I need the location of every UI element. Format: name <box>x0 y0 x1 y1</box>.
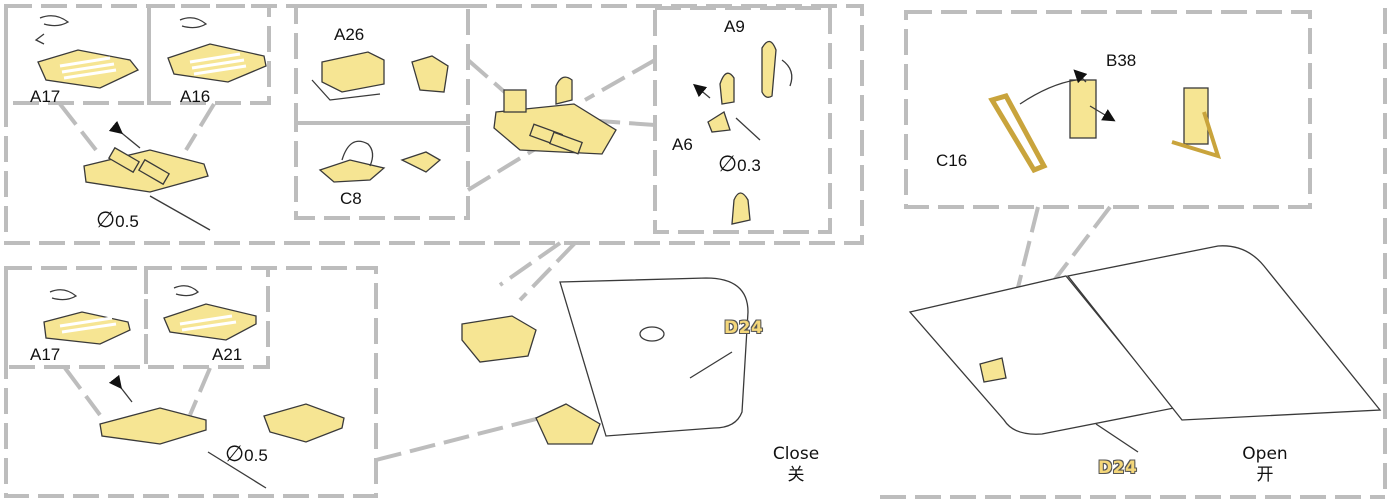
part-label-c8: C8 <box>340 189 362 208</box>
part-c8-sketch <box>318 140 442 183</box>
part-label-a16: A16 <box>180 87 211 106</box>
part-label-a6: A6 <box>672 135 693 154</box>
part-label-a9: A9 <box>724 17 745 36</box>
diameter-value: 0.5 <box>244 446 268 465</box>
part-a17-sketch <box>34 15 140 89</box>
frame-a9 <box>653 6 832 234</box>
state-open-zh: 开 <box>1256 465 1274 485</box>
part-label-a17: A17 <box>30 87 61 106</box>
part-a21-b-sketch <box>163 285 257 341</box>
part-label-b38: B38 <box>1106 51 1137 70</box>
diameter-symbol: ∅ <box>718 152 738 177</box>
part-a16-sketch <box>167 17 267 83</box>
part-a26-sketch <box>311 51 449 101</box>
part-hinge-assembly-a <box>83 120 211 231</box>
part-a9-a6-sketch <box>693 40 793 225</box>
state-open-en: Open <box>1242 444 1288 464</box>
part-main-hinge-close-up <box>493 76 617 155</box>
callout-frames <box>4 4 1387 499</box>
frame-step-a <box>4 4 864 245</box>
part-label-a26: A26 <box>334 25 365 44</box>
hatch-closed <box>461 277 749 445</box>
part-badge-d24-open: D24 <box>1098 458 1138 478</box>
part-label-c16: C16 <box>936 151 968 170</box>
diameter-value: 0.5 <box>115 212 139 231</box>
frame-a16 <box>147 4 271 105</box>
diameter-symbol: ∅ <box>225 442 245 467</box>
diameter-value: 0.3 <box>737 156 761 175</box>
state-label-open: Open 开 <box>1230 446 1300 484</box>
part-hinge-assembly-b <box>99 374 345 489</box>
part-label-a21-b: A21 <box>212 345 243 364</box>
frame-a21-b <box>144 266 270 369</box>
hatch-open <box>908 245 1382 453</box>
rod-diameter-03-a: ∅0.3 <box>718 154 761 176</box>
part-c16-b38-sketch <box>988 69 1222 174</box>
rod-diameter-05-a: ∅0.5 <box>96 210 139 232</box>
state-close-zh: 关 <box>787 465 805 485</box>
frame-step-b <box>4 266 378 498</box>
frame-c8 <box>294 121 470 220</box>
state-label-close: Close 关 <box>760 446 832 484</box>
diameter-symbol: ∅ <box>96 208 116 233</box>
part-label-a17-b: A17 <box>30 345 61 364</box>
part-badge-d24-close: D24 <box>724 318 764 338</box>
rod-diameter-05-b: ∅0.5 <box>225 444 268 466</box>
part-a17-b-sketch <box>43 289 131 345</box>
frame-step-c <box>904 10 1312 209</box>
state-close-en: Close <box>772 444 820 464</box>
